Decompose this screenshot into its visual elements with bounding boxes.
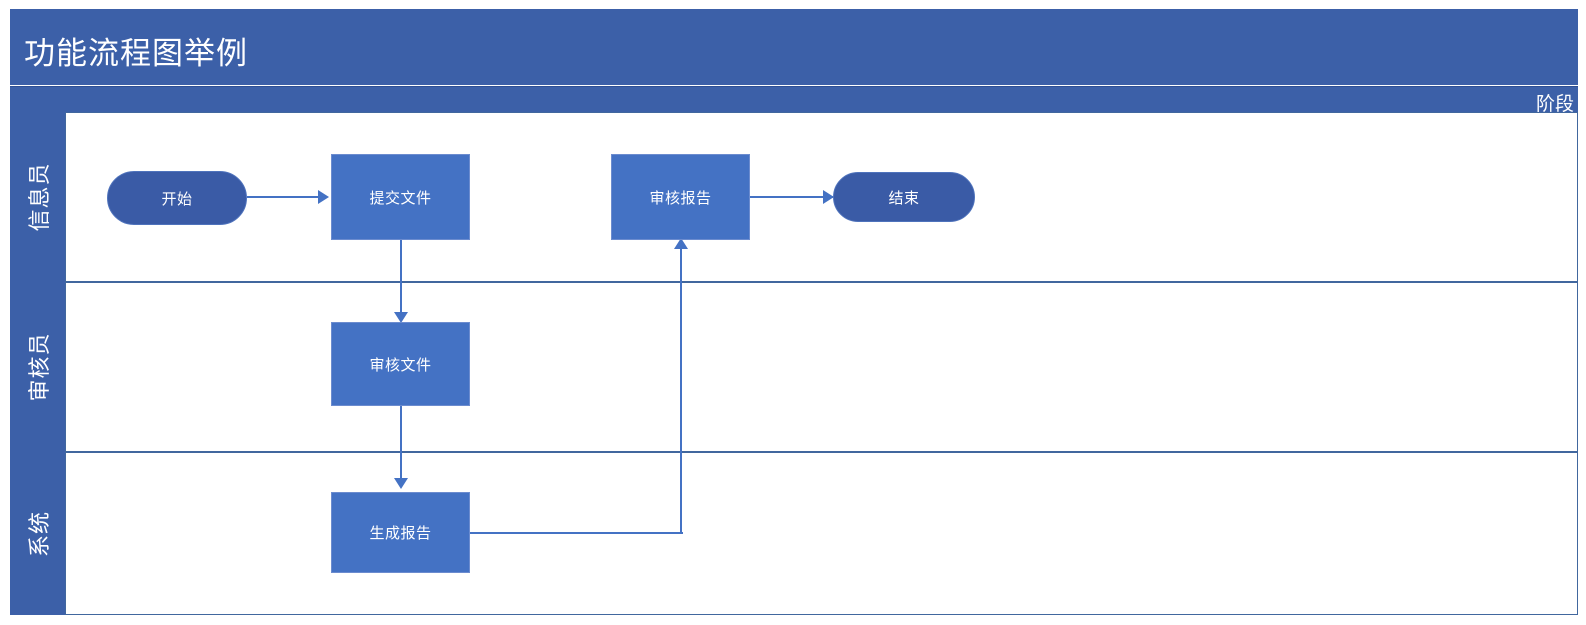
swimlane-header-informant: 信息员 — [10, 112, 65, 282]
connector-review-doc-to-generate — [400, 406, 402, 481]
swimlane-label-reviewer: 审核员 — [27, 332, 53, 402]
stage-band: 阶段 — [10, 86, 1578, 115]
connector-submit-to-review-doc — [400, 240, 402, 315]
stage-label: 阶段 — [1535, 93, 1574, 115]
diagram-title-band: 功能流程图举例 — [10, 9, 1578, 85]
node-generate-report[interactable]: 生成报告 — [331, 492, 470, 573]
node-end[interactable]: 结束 — [833, 172, 975, 222]
connector-generate-to-review-report-horizontal — [470, 532, 683, 534]
connector-start-to-submit — [247, 196, 320, 198]
swimlane-body-system — [65, 452, 1578, 615]
swimlane-label-informant: 信息员 — [27, 162, 53, 232]
arrowhead-submit-to-review-doc-icon — [394, 312, 408, 323]
page-title: 功能流程图举例 — [24, 36, 248, 72]
arrowhead-review-doc-to-generate-icon — [394, 478, 408, 489]
connector-generate-to-review-report-vertical — [680, 248, 682, 533]
node-review-document[interactable]: 审核文件 — [331, 322, 470, 406]
arrowhead-review-report-to-end-icon — [823, 190, 834, 204]
node-review-report[interactable]: 审核报告 — [611, 154, 750, 240]
node-submit-document[interactable]: 提交文件 — [331, 154, 470, 240]
swimlane-reviewer: 审核员 — [10, 282, 1578, 452]
swimlane-system: 系统 — [10, 452, 1578, 615]
node-start[interactable]: 开始 — [107, 171, 247, 225]
swimlane-header-reviewer: 审核员 — [10, 282, 65, 452]
arrowhead-generate-to-review-report-icon — [674, 238, 688, 249]
connector-review-report-to-end — [750, 196, 835, 198]
swimlane-label-system: 系统 — [27, 510, 53, 557]
swimlane-body-reviewer — [65, 282, 1578, 452]
swimlane-header-system: 系统 — [10, 452, 65, 615]
arrowhead-start-to-submit-icon — [318, 190, 329, 204]
